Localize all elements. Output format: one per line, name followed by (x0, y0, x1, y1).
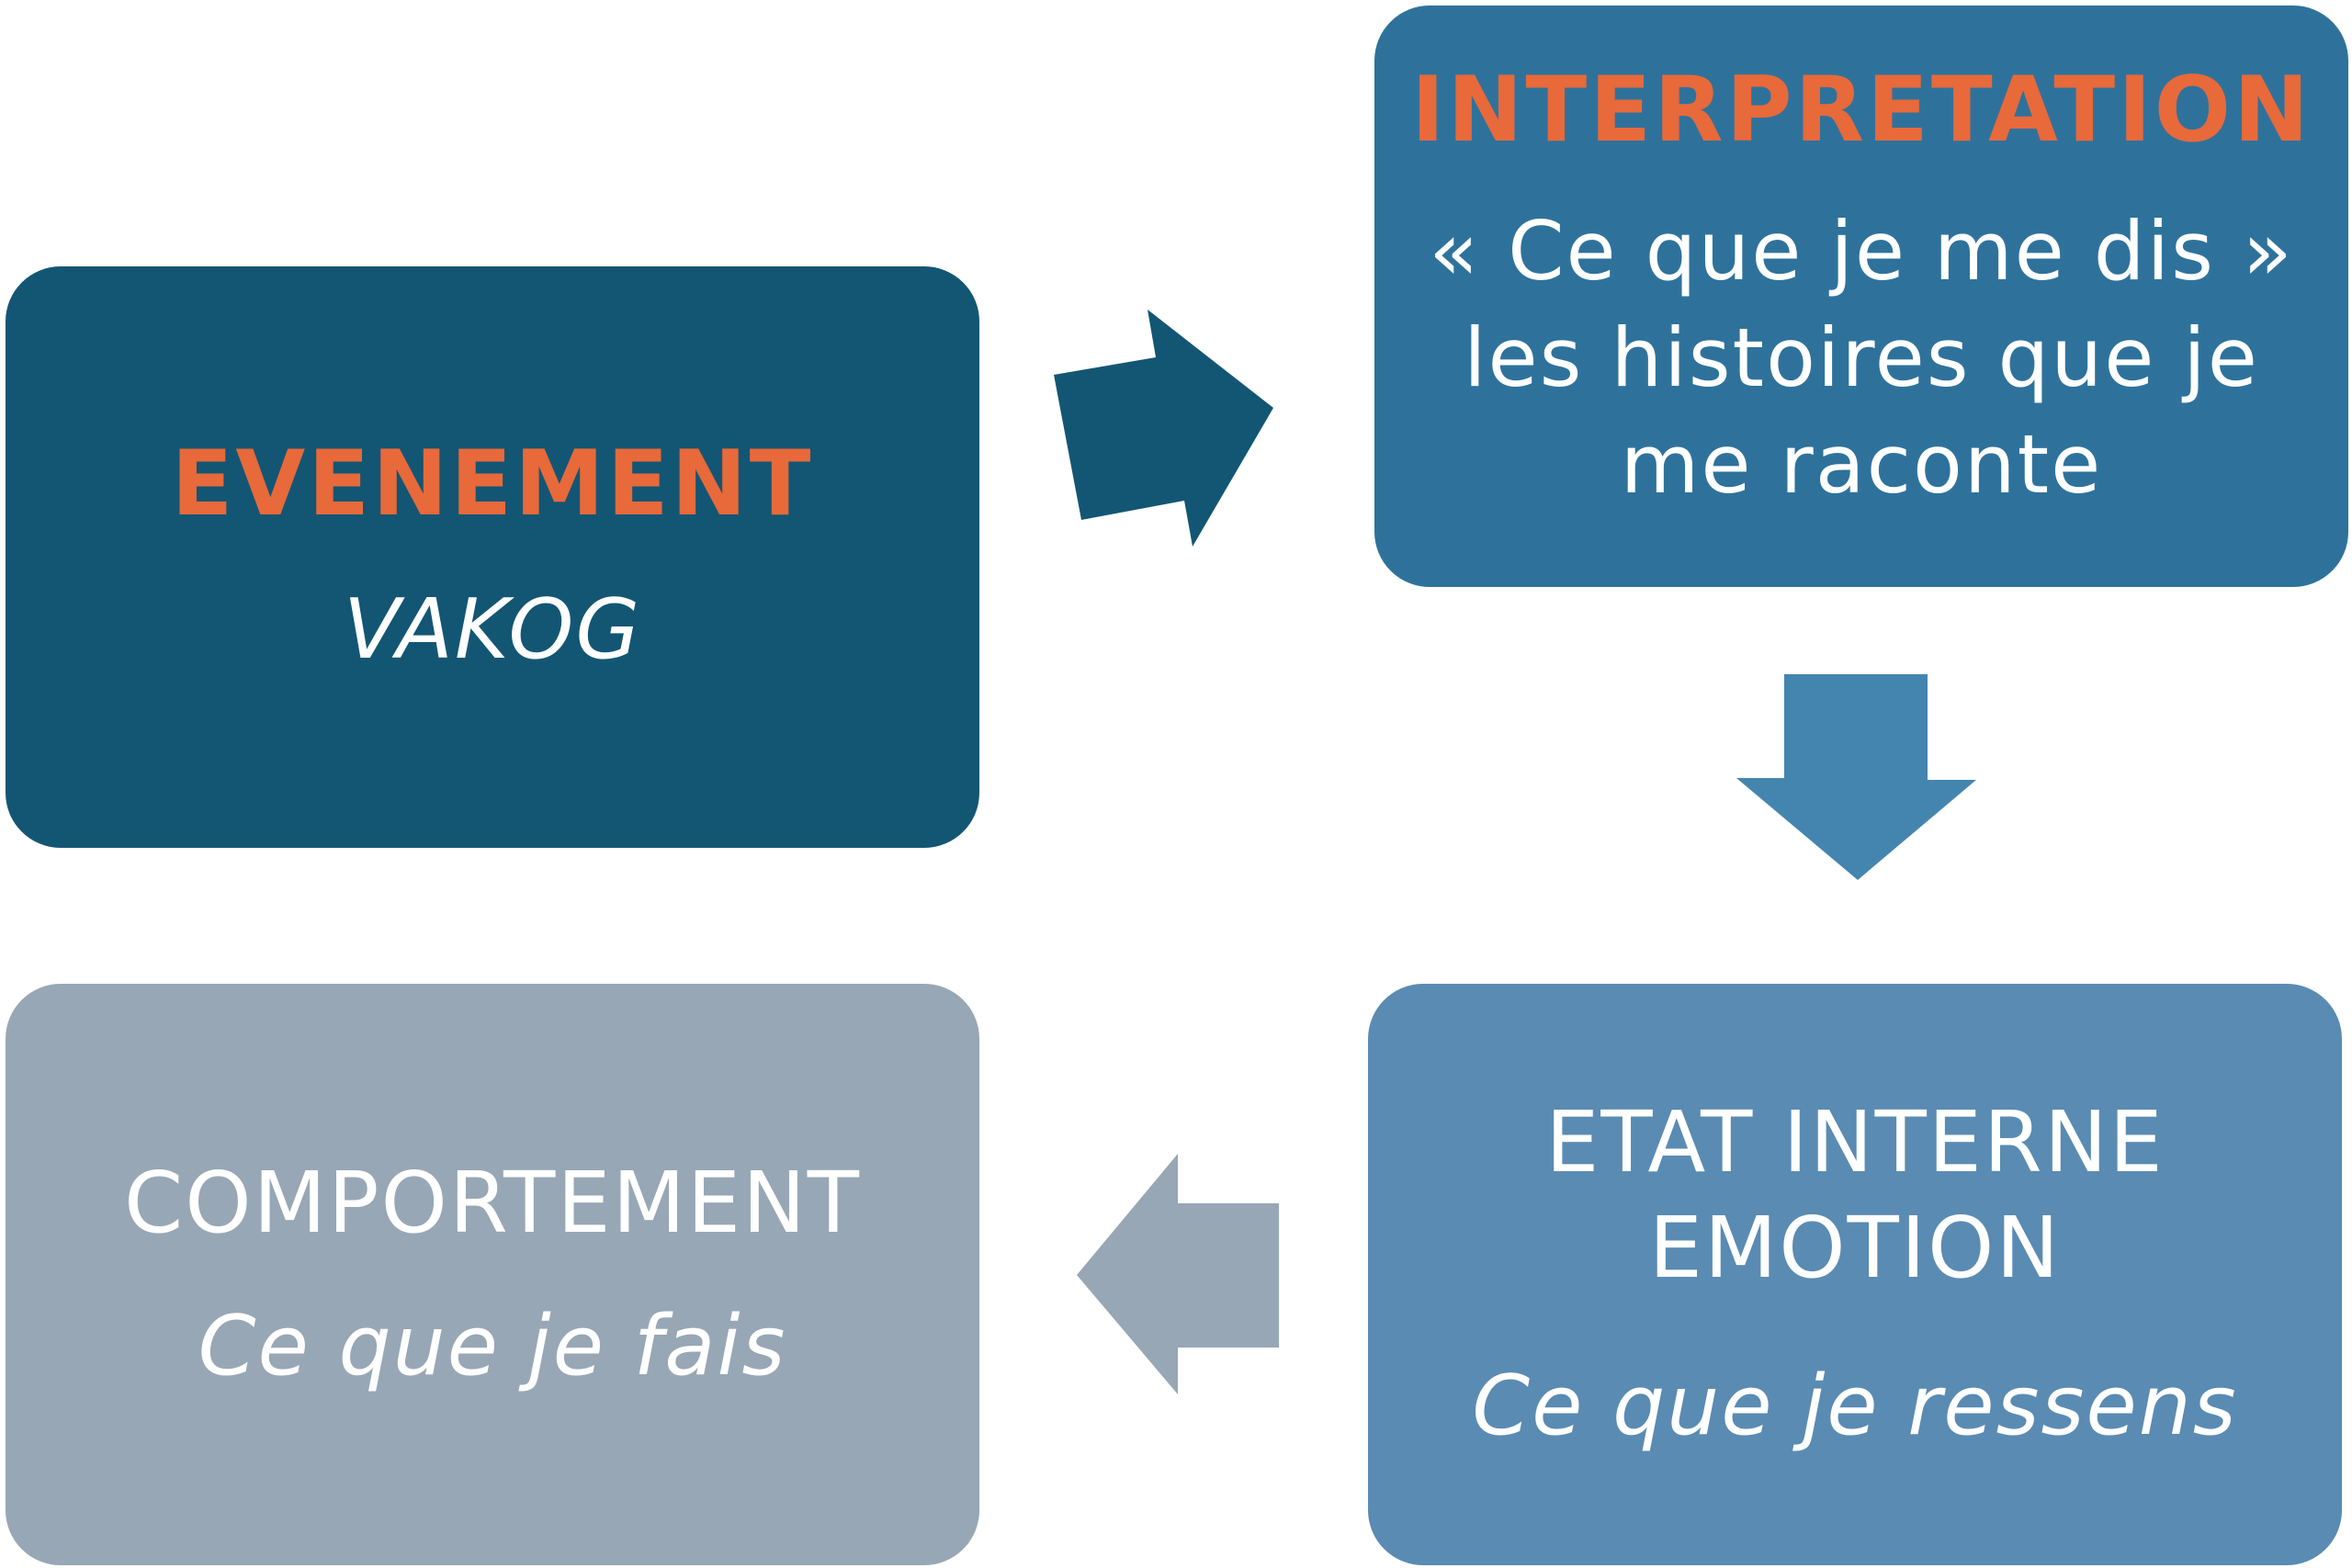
comportement-subtitle: Ce que je fais (198, 1297, 787, 1394)
etat-title-line-1: ETAT INTERNE (1545, 1093, 2165, 1191)
interpretation-line-2: les histoires que je (1464, 310, 2259, 405)
interpretation-line-3: me raconte (1620, 416, 2103, 512)
evenement-subtitle: VAKOG (343, 581, 642, 678)
comportement-box: COMPORTEMENT Ce que je fais (6, 984, 979, 1565)
interpretation-title: INTERPRETATION (1410, 58, 2312, 163)
evenement-title: EVENEMENT (171, 432, 814, 537)
arrow-evenement-to-interpretation (1054, 310, 1273, 547)
etat-subtitle: Ce que je ressens (1472, 1358, 2238, 1454)
arrow-etat-to-comportement (1077, 1154, 1279, 1394)
etat-title-line-2: EMOTION (1648, 1199, 2062, 1297)
arrow-interpretation-to-etat (1736, 674, 1976, 880)
comportement-title: COMPORTEMENT (123, 1153, 861, 1252)
evenement-box: EVENEMENT VAKOG (6, 266, 979, 848)
interpretation-box: INTERPRETATION « Ce que je me dis » les … (1374, 6, 2348, 587)
etat-title-group: ETAT INTERNE EMOTION (1545, 1089, 2165, 1301)
interpretation-line-1: « Ce que je me dis » (1429, 203, 2294, 299)
etat-interne-box: ETAT INTERNE EMOTION Ce que je ressens (1368, 984, 2342, 1565)
